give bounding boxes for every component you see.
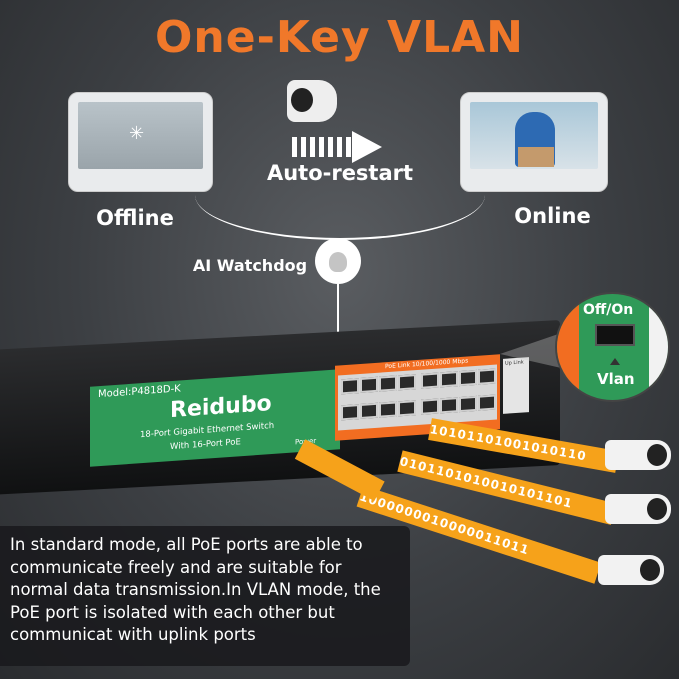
brand-logo: Reidubo	[170, 391, 272, 424]
dog-icon	[315, 238, 361, 284]
camera-icon	[605, 494, 671, 524]
triangle-up-icon	[610, 358, 620, 365]
switch-description-2: With 16-Port PoE	[170, 437, 241, 453]
vlan-toggle-switch[interactable]	[595, 324, 635, 346]
camera-icon	[287, 80, 337, 122]
model-label: Model:P4818D-K	[98, 383, 181, 401]
switch-description-1: 18-Port Gigabit Ethernet Switch	[140, 420, 275, 441]
connection-arc	[195, 150, 485, 240]
connector-line	[337, 284, 339, 364]
offline-monitor: ✳	[68, 92, 213, 192]
watchdog-label: AI Watchdog	[192, 256, 308, 275]
vlan-label: Vlan	[597, 370, 635, 388]
camera-icon	[598, 555, 664, 585]
off-on-label: Off/On	[583, 302, 634, 318]
offline-label: Offline	[96, 206, 174, 230]
description-box: In standard mode, all PoE ports are able…	[0, 526, 410, 666]
page-title: One-Key VLAN	[155, 12, 524, 63]
camera-icon	[605, 440, 671, 470]
online-label: Online	[514, 204, 591, 228]
loading-icon: ✳	[129, 123, 145, 144]
vlan-switch-callout: Off/On Vlan	[555, 292, 670, 402]
uplink-ports: Up Link	[503, 357, 529, 414]
